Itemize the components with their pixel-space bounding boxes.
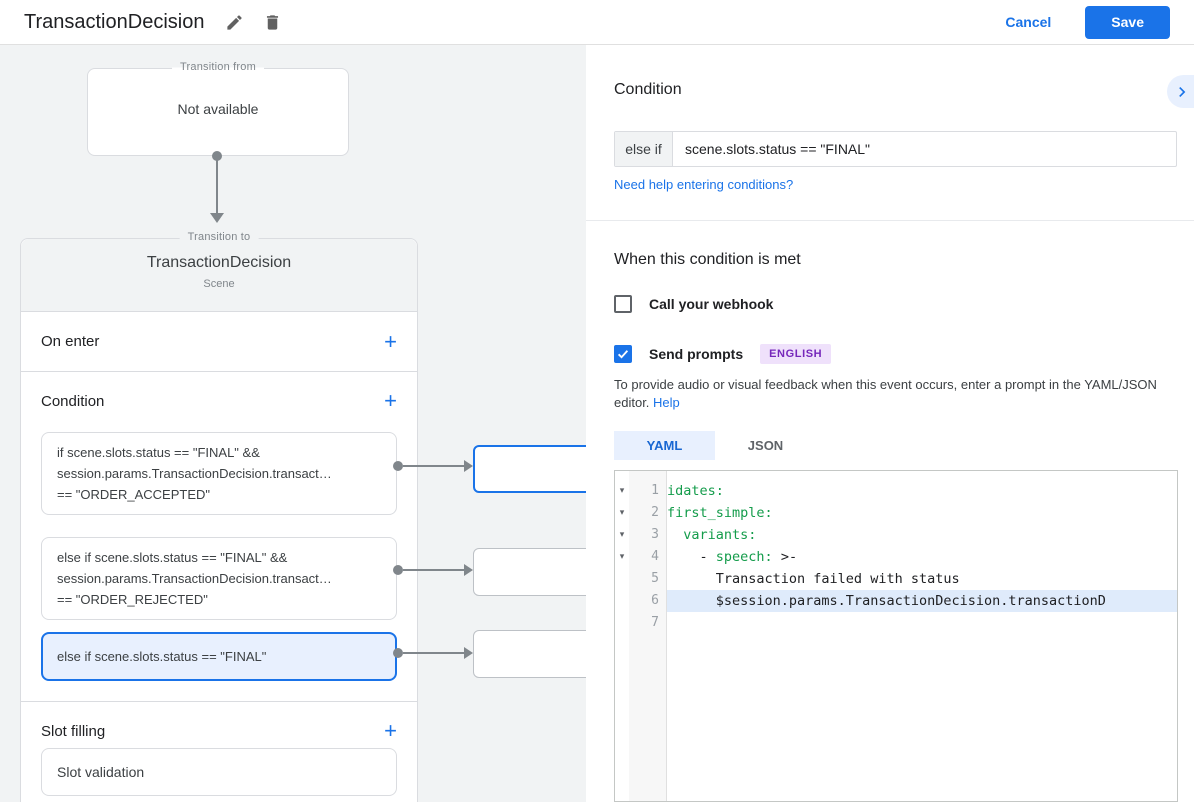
condition-expression-input[interactable]: else if scene.slots.status == "FINAL" (614, 131, 1177, 167)
code-line: variants: (683, 527, 757, 543)
tab-json[interactable]: JSON (747, 438, 784, 453)
condition-prefix: else if (615, 132, 673, 166)
condition-card-selected[interactable]: else if scene.slots.status == "FINAL" (41, 632, 397, 681)
code-line: Transaction failed with status (667, 571, 960, 587)
scene-diagram: Transition from Not available Transition… (0, 45, 586, 802)
code-area[interactable]: idates: first_simple: variants: - speech… (667, 471, 1177, 801)
collapse-panel-button[interactable] (1167, 75, 1194, 108)
tab-yaml[interactable]: YAML (614, 431, 715, 460)
code-line (667, 612, 1177, 634)
chevron-right-icon (1167, 82, 1192, 102)
connector-line (216, 159, 218, 213)
transition-from-value: Not available (177, 101, 259, 117)
add-slot-button[interactable]: + (384, 718, 397, 743)
transition-to-legend: Transition to (179, 231, 259, 243)
webhook-row: Call your webhook (614, 295, 773, 313)
top-bar: TransactionDecision Cancel Save (0, 0, 1194, 45)
transition-from-node[interactable]: Transition from Not available (87, 61, 349, 156)
connector-line (403, 652, 464, 654)
call-webhook-label: Call your webhook (649, 296, 774, 312)
fold-column: ▾ ▾ ▾ ▾ (615, 471, 629, 801)
check-icon (616, 347, 630, 361)
edit-title-button[interactable] (220, 8, 248, 36)
language-badge: ENGLISH (760, 344, 832, 364)
send-prompts-row: Send prompts ENGLISH (614, 344, 832, 364)
pencil-icon (225, 13, 244, 32)
condition-card-order-rejected[interactable]: else if scene.slots.status == "FINAL" &&… (41, 537, 397, 620)
arrow-right-icon (464, 460, 473, 472)
condition-help-link[interactable]: Need help entering conditions? (614, 177, 794, 192)
scene-subtitle: Scene (203, 278, 235, 290)
slot-filling-section: Slot filling + Slot validation (21, 702, 417, 796)
connector-line (403, 569, 464, 571)
prompt-description: To provide audio or visual feedback when… (614, 377, 1157, 410)
fold-arrow-icon[interactable]: ▾ (619, 551, 625, 561)
code-line: idates: (667, 483, 724, 499)
target-scene-node-2[interactable] (473, 548, 586, 596)
transition-from-legend: Transition from (172, 61, 264, 73)
code-line: - speech: >- (667, 549, 798, 565)
slot-filling-label: Slot filling (41, 722, 106, 740)
divider (586, 220, 1194, 221)
code-line-highlighted: $session.params.TransactionDecision.tran… (667, 590, 1177, 612)
send-prompts-label: Send prompts (649, 346, 744, 362)
connector-dot (393, 565, 403, 575)
connector-dot (393, 648, 403, 658)
arrow-right-icon (464, 564, 473, 576)
line-number-gutter: 1 2 3 4 5 6 7 (629, 471, 667, 801)
connector-dot (393, 461, 403, 471)
on-enter-label: On enter (41, 333, 100, 350)
condition-card-order-accepted[interactable]: if scene.slots.status == "FINAL" && sess… (41, 432, 397, 515)
transition-to-node: Transition to TransactionDecision Scene … (20, 231, 418, 802)
connector-dot (212, 151, 222, 161)
add-on-enter-button[interactable]: + (384, 328, 397, 354)
slot-validation-card[interactable]: Slot validation (41, 748, 397, 796)
code-line: first_simple: (667, 505, 773, 521)
scene-header[interactable]: TransactionDecision Scene (21, 239, 417, 312)
condition-section: Condition + if scene.slots.status == "FI… (21, 372, 417, 702)
help-link[interactable]: Help (653, 394, 680, 410)
on-enter-row: On enter + (21, 312, 417, 372)
condition-section-label: Condition (41, 392, 105, 410)
delete-scene-button[interactable] (258, 8, 286, 36)
target-scene-node-3[interactable] (473, 630, 586, 678)
editor-tabs: YAML JSON (614, 431, 816, 460)
call-webhook-checkbox[interactable] (614, 295, 632, 313)
when-met-heading: When this condition is met (614, 251, 801, 268)
scene-title: TransactionDecision (146, 254, 292, 271)
fold-arrow-icon[interactable]: ▾ (619, 507, 625, 517)
add-condition-button[interactable]: + (384, 388, 397, 413)
connector-line (403, 465, 464, 467)
condition-value: scene.slots.status == "FINAL" (685, 141, 871, 157)
cancel-button[interactable]: Cancel (1005, 14, 1052, 30)
arrow-right-icon (464, 647, 473, 659)
arrow-down-icon (210, 213, 224, 223)
trash-icon (263, 13, 282, 32)
fold-arrow-icon[interactable]: ▾ (619, 485, 625, 495)
condition-detail-panel: Condition else if scene.slots.status == … (586, 45, 1194, 802)
fold-arrow-icon[interactable]: ▾ (619, 529, 625, 539)
page-title: TransactionDecision (24, 10, 205, 33)
send-prompts-checkbox[interactable] (614, 345, 632, 363)
save-button[interactable]: Save (1085, 5, 1170, 39)
panel-title: Condition (614, 81, 682, 98)
target-scene-node-1[interactable] (473, 445, 586, 493)
yaml-code-editor[interactable]: ▾ ▾ ▾ ▾ 1 2 3 4 5 6 7 idates: first_simp… (614, 470, 1178, 802)
